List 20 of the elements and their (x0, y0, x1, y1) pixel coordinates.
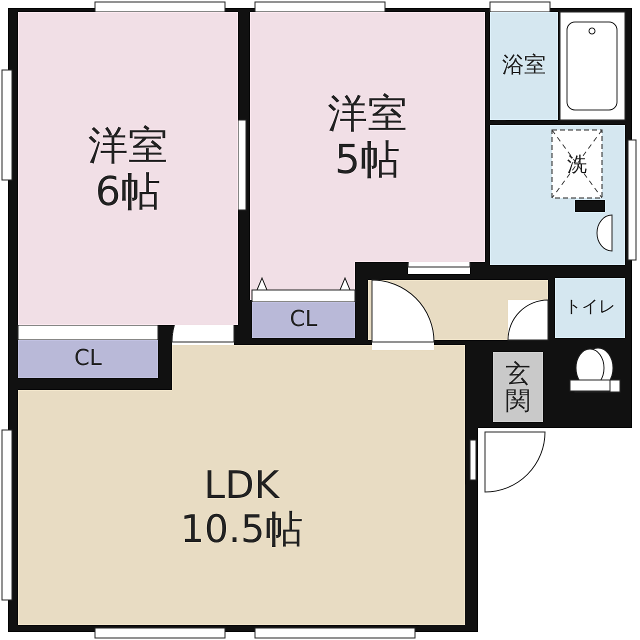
room (490, 12, 558, 120)
room (18, 12, 238, 325)
room (493, 352, 543, 422)
room-label: 6帖 (95, 168, 161, 214)
room-label: 洋室 (88, 122, 168, 168)
room-label: 洋室 (328, 91, 408, 137)
room-label: トイレ (564, 298, 616, 318)
room-label: CL (290, 307, 318, 333)
room (18, 390, 465, 625)
room (555, 278, 625, 338)
closet (18, 340, 158, 378)
room-label: 玄関 (506, 360, 530, 414)
room-label: LDK (204, 464, 280, 508)
room-label: 浴室 (502, 53, 546, 79)
room (250, 12, 485, 262)
closet (252, 302, 355, 338)
room-label: 洗 (567, 152, 587, 176)
room-label: 10.5帖 (180, 508, 303, 552)
room-label: CL (74, 346, 102, 372)
room-label: 5帖 (334, 137, 400, 183)
